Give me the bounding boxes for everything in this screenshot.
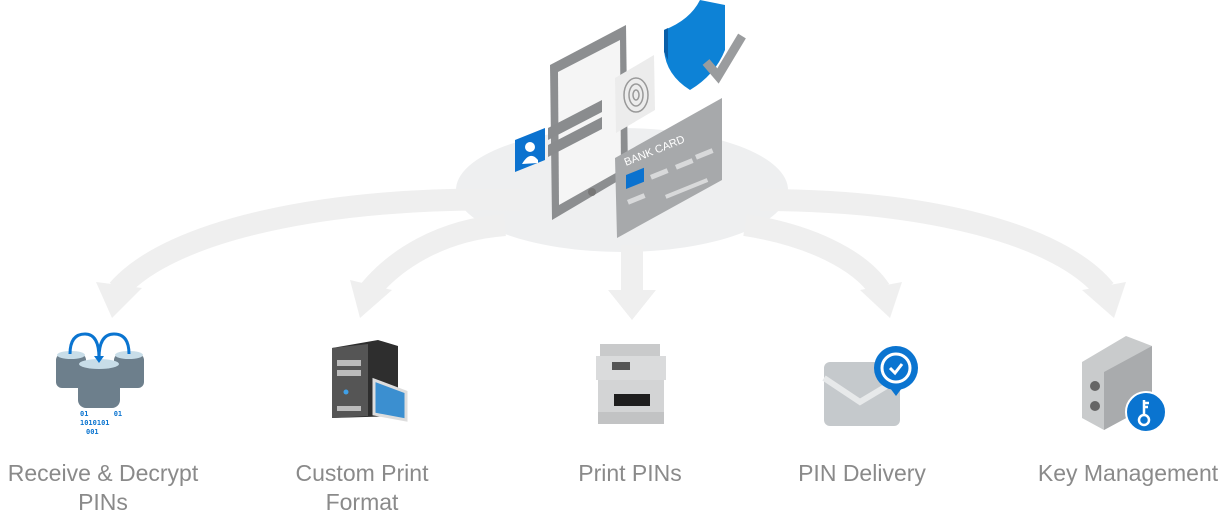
arrow-paths <box>109 188 1114 298</box>
user-badge-icon <box>515 128 545 172</box>
svg-text:1010101: 1010101 <box>80 419 110 427</box>
arrow-head-3 <box>608 290 656 320</box>
arrow-head-5 <box>1082 282 1126 318</box>
svg-text:001: 001 <box>86 428 99 436</box>
server-icon <box>332 340 408 422</box>
step-label-custom-print: Custom Print Format <box>232 459 492 517</box>
step-label-pin-delivery: PIN Delivery <box>732 459 992 488</box>
fingerprint-icon <box>615 55 655 133</box>
label-line: Format <box>325 489 399 515</box>
label-line: Custom Print <box>295 460 429 486</box>
label-line: Print PINs <box>578 460 682 486</box>
arrow-head-1 <box>96 282 142 318</box>
database-sync-icon: 01 01 1010101 001 <box>56 332 144 436</box>
label-line: Receive & Decrypt <box>7 460 199 486</box>
shield-check-icon <box>664 0 746 90</box>
hero-illustration: BANK CARD <box>515 0 746 238</box>
step-label-print-pins: Print PINs <box>500 459 760 488</box>
label-line: PIN Delivery <box>798 460 926 486</box>
password-fields <box>548 100 602 157</box>
tablet-icon <box>550 25 628 220</box>
step-label-receive-decrypt: Receive & Decrypt PINs <box>0 459 233 517</box>
arrow-head-2 <box>350 280 392 318</box>
step-label-key-management: Key Management <box>998 459 1226 488</box>
mail-check-icon <box>822 346 918 426</box>
arrow-heads <box>96 280 1126 320</box>
label-line: PINs <box>78 489 128 515</box>
svg-text:01 01: 01 01 <box>80 410 122 418</box>
hsm-key-icon <box>1082 336 1167 432</box>
printer-icon <box>596 344 666 424</box>
arrow-head-4 <box>860 282 902 318</box>
label-line: Key Management <box>1037 460 1219 486</box>
